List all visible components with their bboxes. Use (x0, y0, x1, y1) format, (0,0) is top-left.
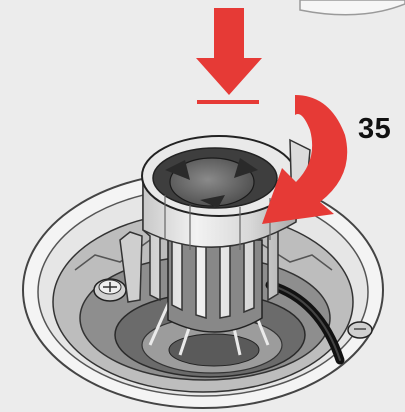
spring-clips (148, 299, 270, 356)
left-screw (93, 278, 127, 302)
right-screw (347, 321, 373, 339)
clockwise-arrow-icon (262, 95, 348, 224)
down-arrow-icon (196, 8, 262, 104)
panel-corner (299, 0, 405, 16)
mounting-bracket (119, 231, 143, 303)
rotation-angle-label: 35 (358, 113, 392, 145)
rotating-lamp-body (141, 135, 311, 333)
